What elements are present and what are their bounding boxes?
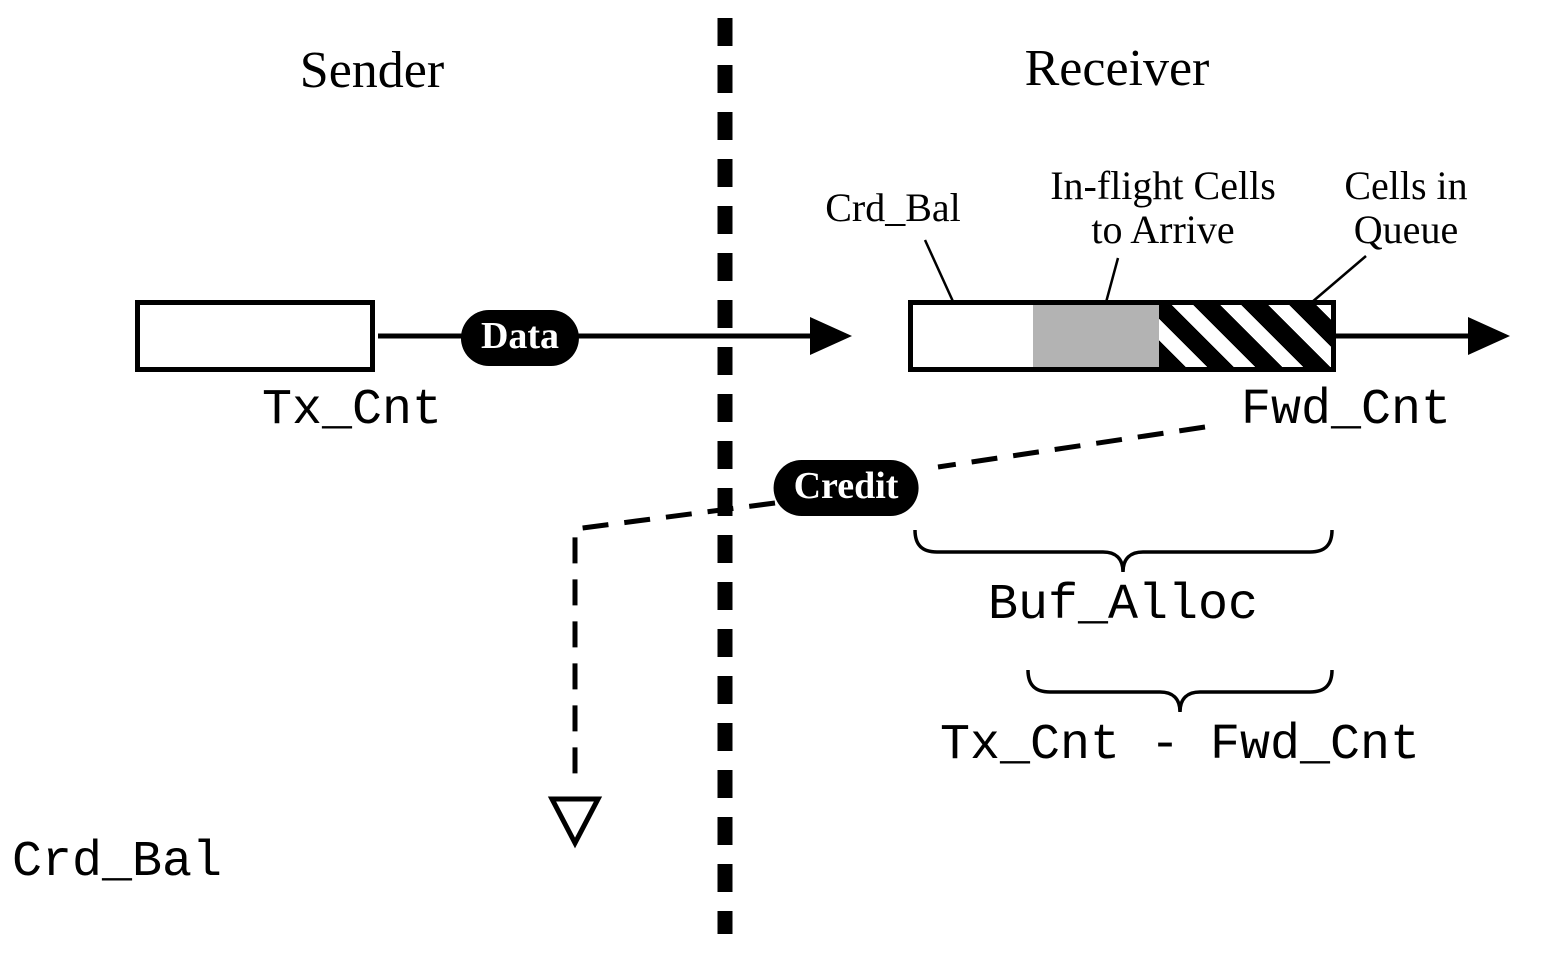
inflight-label-line1: In-flight Cells	[1050, 163, 1276, 208]
formula-line-1: Crd_Bal	[12, 834, 223, 891]
receiver-buffer	[908, 300, 1336, 372]
queue-label-line1: Cells in	[1344, 163, 1468, 208]
credit-path-left-segment	[572, 500, 776, 786]
crd-bal-section	[913, 305, 1033, 367]
queue-section	[1159, 305, 1331, 367]
sender-buffer	[135, 300, 375, 372]
data-badge: Data	[460, 310, 580, 366]
credit-badge: Credit	[773, 460, 919, 516]
sender-title: Sender	[299, 42, 445, 99]
queue-label: Cells in Queue	[1344, 164, 1467, 252]
crd-bal-label: Crd_Bal	[825, 185, 961, 230]
credit-open-arrowhead-icon	[547, 796, 603, 849]
crd-bal-formula: Crd_Bal = Buf_Alloc - (Tx_Cnt - Fwd_Cnt)	[12, 700, 672, 966]
credit-path-right-segment	[937, 424, 1206, 470]
queue-label-line2: Queue	[1353, 207, 1459, 252]
tx-cnt-label: Tx_Cnt	[261, 382, 443, 439]
receiver-out-arrowhead-icon	[1468, 317, 1510, 355]
inflight-label-line2: to Arrive	[1091, 207, 1235, 252]
receiver-title: Receiver	[1024, 40, 1210, 97]
inflight-label: In-flight Cells to Arrive	[1050, 164, 1276, 252]
fwd-cnt-label: Fwd_Cnt	[1240, 382, 1452, 439]
inflight-section	[1033, 305, 1159, 367]
data-arrowhead-icon	[810, 317, 852, 355]
buf-alloc-label: Buf_Alloc	[987, 577, 1259, 634]
tx-minus-fwd-label: Tx_Cnt - Fwd_Cnt	[939, 717, 1421, 774]
tx-minus-fwd-brace	[1026, 669, 1334, 713]
buf-alloc-brace	[913, 529, 1334, 573]
